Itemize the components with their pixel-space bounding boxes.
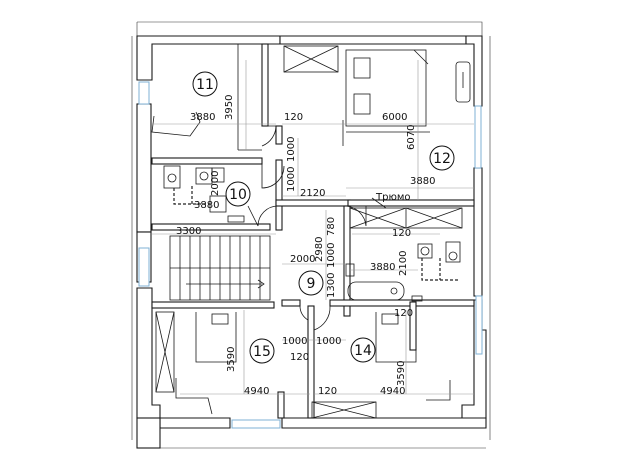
closet-room-11 bbox=[151, 44, 262, 151]
dim-r11-gap: 120 bbox=[284, 112, 303, 123]
dimension-labels: 3880 3950 120 6000 6070 3880 2000 3880 1… bbox=[176, 95, 435, 397]
label-trumo: Трюмо bbox=[375, 192, 411, 203]
dim-r15-depth: 3590 bbox=[226, 347, 237, 372]
dim-r12-width: 6000 bbox=[382, 112, 407, 123]
dim-stair-3300: 3300 bbox=[176, 226, 201, 237]
room-14-circle bbox=[350, 337, 376, 363]
dim-r14-120: 120 bbox=[394, 308, 413, 319]
dim-r15-width: 4940 bbox=[244, 386, 269, 397]
window-left-mid bbox=[138, 247, 150, 287]
windows bbox=[138, 81, 483, 429]
dim-corr-2120: 2120 bbox=[300, 188, 325, 199]
dim-hall-1000: 1000 bbox=[326, 243, 337, 268]
dim-r12-width2: 3880 bbox=[410, 176, 435, 187]
room-10-number: 10 bbox=[229, 187, 247, 203]
bathroom-2-fixtures bbox=[345, 241, 461, 302]
window-left-top bbox=[138, 81, 150, 105]
room-12-number: 12 bbox=[433, 151, 451, 167]
room-12-circle bbox=[429, 145, 455, 171]
room-15-14-furniture bbox=[155, 311, 451, 419]
dim-bath-3880: 3880 bbox=[370, 262, 395, 273]
bed-room-12 bbox=[342, 49, 471, 146]
dim-r12-depth: 6070 bbox=[406, 125, 417, 150]
room-11-circle bbox=[192, 71, 218, 97]
room-15-number: 15 bbox=[253, 344, 271, 360]
dim-hall-1300: 1300 bbox=[326, 273, 337, 298]
dim-r10-depth: 2000 bbox=[210, 171, 221, 196]
wardrobe-hall bbox=[349, 197, 463, 229]
window-bottom bbox=[231, 419, 281, 429]
dim-bath-2100: 2100 bbox=[398, 251, 409, 276]
room-labels: 11 10 12 9 15 14 bbox=[192, 71, 455, 364]
dim-bottom-120: 120 bbox=[290, 352, 309, 363]
interior-walls bbox=[151, 43, 475, 419]
dimension-lines bbox=[152, 60, 474, 395]
room-15-circle bbox=[249, 338, 275, 364]
window-right-mid bbox=[475, 295, 483, 355]
room-10-circle bbox=[225, 181, 251, 207]
outer-outline bbox=[131, 21, 491, 449]
dim-r14-depth: 3590 bbox=[396, 361, 407, 386]
dim-r10-width: 3880 bbox=[194, 200, 219, 211]
dim-r14-1000: 1000 bbox=[316, 336, 341, 347]
dim-bath-120: 120 bbox=[392, 228, 411, 239]
room-14-number: 14 bbox=[354, 343, 372, 359]
dim-hall-2980: 2980 bbox=[314, 237, 325, 262]
window-right-top bbox=[474, 105, 482, 169]
dim-hall-780: 780 bbox=[326, 217, 337, 236]
doors bbox=[247, 125, 367, 331]
dim-bottom-120b: 120 bbox=[318, 386, 337, 397]
dim-r15-1000: 1000 bbox=[282, 336, 307, 347]
dim-r11-depth: 3950 bbox=[224, 95, 235, 120]
dim-corr-1000b: 1000 bbox=[286, 167, 297, 192]
dim-corr-1000a: 1000 bbox=[286, 137, 297, 162]
dim-hall-2000: 2000 bbox=[290, 254, 315, 265]
bathroom-10-fixtures bbox=[163, 165, 245, 223]
wardrobe-top bbox=[283, 45, 339, 73]
room-9-number: 9 bbox=[307, 276, 316, 292]
room-9-circle bbox=[298, 270, 324, 296]
room-11-number: 11 bbox=[196, 77, 214, 93]
dim-r11-width: 3880 bbox=[190, 112, 215, 123]
stair bbox=[169, 235, 271, 301]
dim-r14-width: 4940 bbox=[380, 386, 405, 397]
